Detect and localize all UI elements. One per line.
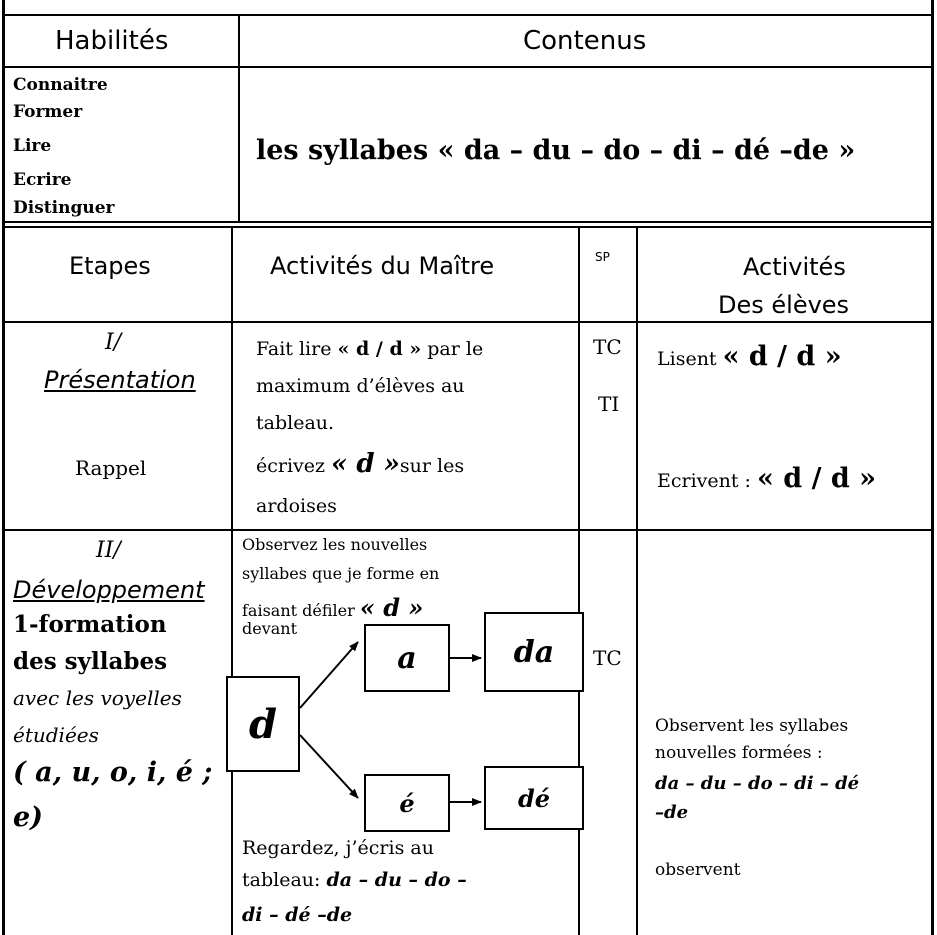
students-2-line-5: observent	[655, 860, 741, 880]
sp-1-ti: TI	[598, 392, 620, 416]
students-1-line-1b: « d / d »	[722, 341, 842, 372]
vline-sp	[636, 227, 638, 935]
stage-1-rappel: Rappel	[75, 456, 147, 480]
teacher-1-line-4c: sur les	[399, 455, 465, 477]
students-2-line-2: nouvelles formées :	[655, 743, 823, 763]
col-sp: SP	[595, 250, 610, 264]
teacher-1-line-3: tableau.	[256, 412, 335, 434]
vline-habilites	[238, 15, 240, 222]
teacher-2-line-6a: tableau:	[242, 869, 321, 891]
stage-2-number: II/	[96, 538, 121, 563]
stage-1-title: Présentation	[44, 366, 196, 394]
vline-etapes	[231, 227, 233, 935]
teacher-2-line-5: Regardez, j’écris au	[242, 837, 434, 859]
teacher-1-line-5: ardoises	[256, 495, 337, 517]
box-d: d	[226, 676, 300, 772]
frame-right	[931, 0, 934, 935]
teacher-1-line-1: Fait lire « d / d » par le	[256, 340, 483, 359]
box-de: dé	[484, 766, 584, 830]
teacher-1-line-1b: « d / d »	[337, 338, 422, 360]
stage-2-sub-3: avec les voyelles	[13, 686, 182, 710]
skill-ecrire: Ecrire	[13, 170, 72, 190]
sp-2-tc: TC	[593, 646, 622, 670]
stage-2-sub-2: des syllabes	[13, 648, 168, 675]
col-activites-maitre: Activités du Maître	[270, 252, 495, 280]
col-activites-eleves-1: Activités	[743, 253, 846, 281]
students-1-line-1: Lisent « d / d »	[657, 343, 842, 370]
stage-2-sub-4: étudiées	[13, 723, 99, 747]
teacher-1-line-1c: par le	[427, 338, 484, 360]
box-a: a	[364, 624, 450, 692]
teacher-1-line-4: écrivez « d »sur les	[256, 451, 464, 477]
stage-2-vowels-2: e)	[13, 802, 43, 833]
rule-top	[2, 14, 934, 16]
teacher-2-line-6b: da – du – do –	[326, 869, 467, 891]
students-2-line-3: da – du – do – di – dé	[655, 773, 860, 794]
frame-left	[2, 0, 5, 935]
students-2-line-1: Observent les syllabes	[655, 716, 849, 736]
stage-2-sub-1: 1-formation	[13, 611, 167, 638]
rule-row1-bottom	[2, 529, 934, 531]
students-1-line-2b: « d / d »	[757, 463, 876, 494]
stage-2-vowels-1: ( a, u, o, i, é ;	[13, 757, 213, 788]
teacher-2-line-6: tableau: da – du – do –	[242, 871, 467, 890]
stage-1-number: I/	[105, 330, 122, 355]
skill-connaitre: Connaitre	[13, 75, 108, 95]
teacher-2-line-4: devant	[242, 619, 298, 638]
content-syllabes: les syllabes « da – du – do – di – dé –d…	[256, 135, 856, 166]
rule-columns-bottom	[2, 321, 934, 323]
col-etapes: Etapes	[69, 252, 151, 280]
box-da: da	[484, 612, 584, 692]
box-e: é	[364, 774, 450, 832]
students-1-line-1a: Lisent	[657, 348, 717, 370]
teacher-1-line-4b: « d »	[331, 449, 400, 479]
sp-1-tc: TC	[593, 335, 622, 359]
skill-lire: Lire	[13, 136, 52, 156]
rule-header-bottom	[2, 66, 934, 68]
col-activites-eleves-2: Des élèves	[718, 291, 850, 319]
teacher-1-line-2: maximum d’élèves au	[256, 375, 465, 397]
header-contenus: Contenus	[523, 26, 647, 56]
stage-2-title: Développement	[13, 576, 205, 604]
vline-maitre	[578, 227, 580, 935]
teacher-2-line-2: syllabes que je forme en	[242, 564, 440, 583]
teacher-2-line-3: faisant défiler « d »	[242, 596, 423, 620]
rule-skills-bottom-2	[2, 226, 934, 228]
skill-former: Former	[13, 102, 83, 122]
header-habilites: Habilités	[55, 26, 169, 56]
teacher-2-line-3b: « d »	[359, 593, 424, 622]
teacher-1-line-4a: écrivez	[256, 455, 326, 477]
rule-skills-bottom-1	[2, 221, 934, 223]
teacher-1-line-1a: Fait lire	[256, 338, 332, 360]
teacher-2-line-7: di – dé –de	[242, 904, 353, 926]
students-2-line-4: –de	[655, 802, 689, 823]
students-1-line-2: Ecrivent : « d / d »	[657, 465, 876, 492]
teacher-2-line-3a: faisant défiler	[242, 601, 355, 620]
skill-distinguer: Distinguer	[13, 198, 115, 218]
students-1-line-2a: Ecrivent :	[657, 470, 751, 492]
teacher-2-line-1: Observez les nouvelles	[242, 535, 428, 554]
